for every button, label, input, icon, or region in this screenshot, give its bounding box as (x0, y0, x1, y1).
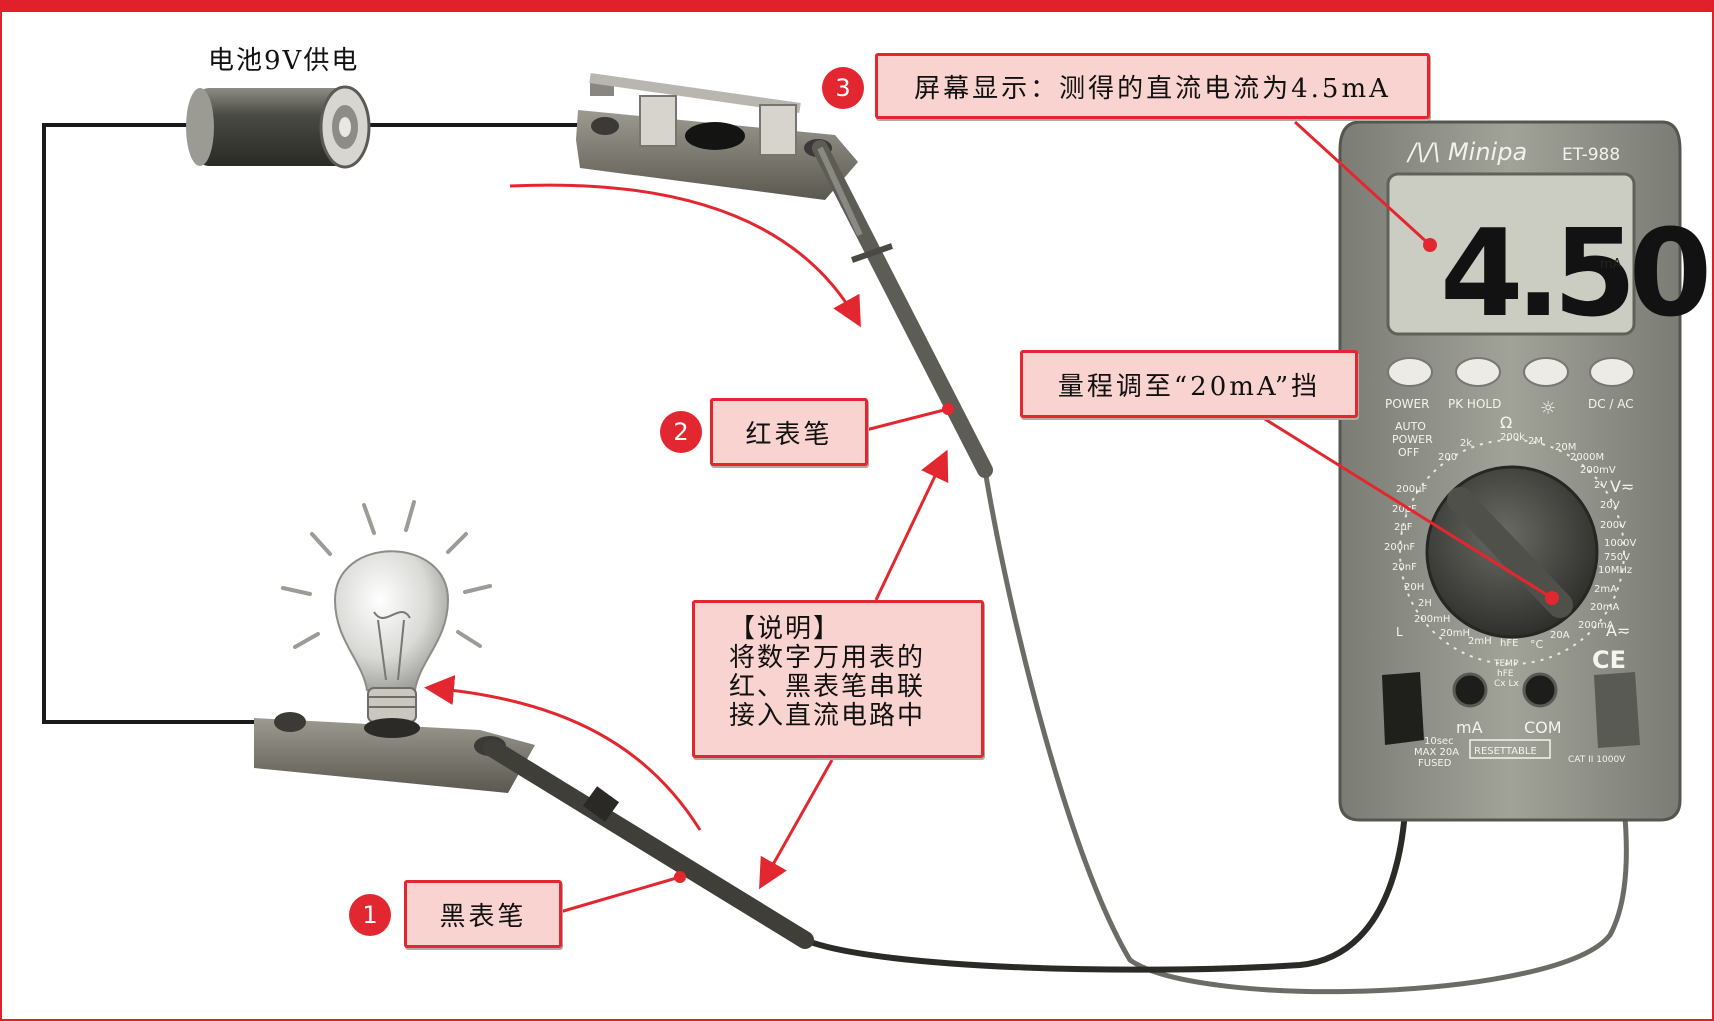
svg-text:COM: COM (1524, 718, 1562, 737)
svg-text:2k: 2k (1460, 438, 1472, 449)
svg-text:A≂: A≂ (1606, 621, 1630, 640)
svg-text:200V: 200V (1600, 520, 1626, 531)
circuit-wire (44, 125, 270, 722)
badge-3: 3 (822, 67, 864, 109)
svg-text:RESETTABLE: RESETTABLE (1474, 746, 1537, 757)
svg-text:20A: 20A (1550, 630, 1570, 641)
multimeter: /\/\ Minipa ET-988 4.50 mA POWER PK HOLD… (1340, 122, 1707, 820)
svg-text:MAX 20A: MAX 20A (1414, 747, 1459, 758)
svg-text:200nF: 200nF (1384, 542, 1415, 553)
svg-text:PK HOLD: PK HOLD (1448, 397, 1501, 411)
svg-text:10sec: 10sec (1424, 736, 1454, 747)
svg-text:20mH: 20mH (1440, 628, 1470, 639)
svg-text:2mA: 2mA (1594, 584, 1617, 595)
note-line-2: 红、黑表笔串联 (729, 673, 981, 702)
svg-text:200k: 200k (1500, 432, 1525, 443)
note-line-3: 接入直流电路中 (729, 702, 981, 731)
callout-note: 【说明】 将数字万用表的 红、黑表笔串联 接入直流电路中 (692, 600, 984, 758)
lcd-unit: mA (1600, 257, 1622, 272)
svg-text:1000V: 1000V (1604, 538, 1636, 549)
svg-text:TEMP: TEMP (1493, 659, 1519, 669)
svg-text:20V: 20V (1600, 500, 1620, 511)
badge-1: 1 (349, 894, 391, 936)
svg-text:2μF: 2μF (1394, 522, 1413, 533)
svg-text:POWER: POWER (1392, 433, 1433, 446)
svg-text:L: L (1396, 625, 1403, 639)
svg-text:750V: 750V (1604, 552, 1630, 563)
svg-text:20nF: 20nF (1392, 562, 1417, 573)
svg-text:2M: 2M (1528, 436, 1543, 447)
pointer-black-probe (560, 877, 680, 912)
flow-arrow-top (510, 185, 858, 322)
svg-text:20mA: 20mA (1590, 602, 1619, 613)
callout-screen: 屏幕显示：测得的直流电流为4.5mA (875, 53, 1430, 119)
callout-black-probe: 黑表笔 (404, 880, 562, 948)
battery-label: 电池9V供电 (208, 40, 359, 77)
pointer-note-down (762, 760, 832, 884)
pointer-note-up (876, 455, 945, 600)
pointer-red-probe (866, 409, 948, 430)
svg-text:hFE: hFE (1500, 638, 1518, 649)
svg-text:V≂: V≂ (1610, 477, 1634, 496)
svg-text:DC / AC: DC / AC (1588, 397, 1634, 411)
svg-text:FUSED: FUSED (1418, 758, 1452, 769)
svg-text:CAT II 1000V: CAT II 1000V (1568, 755, 1626, 765)
badge-2: 2 (660, 411, 702, 453)
svg-text:hFE: hFE (1497, 669, 1514, 679)
svg-text:20H: 20H (1404, 582, 1424, 593)
battery (186, 87, 369, 167)
svg-text:200μF: 200μF (1396, 484, 1427, 495)
svg-text:2000M: 2000M (1570, 452, 1604, 463)
meter-brand: /\/\ Minipa (1406, 138, 1527, 166)
svg-text:Cx Lx: Cx Lx (1494, 679, 1519, 689)
note-line-1: 将数字万用表的 (729, 644, 981, 673)
note-title: 【说明】 (729, 615, 981, 644)
svg-text:2mH: 2mH (1468, 636, 1492, 647)
svg-text:POWER: POWER (1385, 397, 1429, 411)
callout-range: 量程调至“20mA”挡 (1020, 350, 1358, 418)
svg-text:mA: mA (1456, 718, 1483, 737)
svg-text:10MHz: 10MHz (1598, 565, 1632, 576)
svg-text:AUTO: AUTO (1395, 420, 1426, 433)
meter-model: ET-988 (1562, 145, 1620, 165)
svg-text:°C: °C (1530, 638, 1544, 651)
svg-text:200: 200 (1438, 452, 1457, 463)
svg-text:2H: 2H (1418, 598, 1432, 609)
black-probe-lead (805, 755, 1406, 970)
svg-text:☼: ☼ (1540, 398, 1556, 419)
callout-red-probe: 红表笔 (710, 398, 868, 466)
svg-text:200mV: 200mV (1580, 465, 1616, 476)
svg-text:2V: 2V (1594, 480, 1607, 491)
lcd-reading: 4.50 (1440, 205, 1707, 344)
svg-text:OFF: OFF (1398, 446, 1419, 459)
svg-text:CE: CE (1592, 646, 1626, 674)
switch-holder (576, 78, 858, 200)
svg-text:200mH: 200mH (1414, 614, 1450, 625)
svg-text:Ω: Ω (1500, 413, 1512, 432)
